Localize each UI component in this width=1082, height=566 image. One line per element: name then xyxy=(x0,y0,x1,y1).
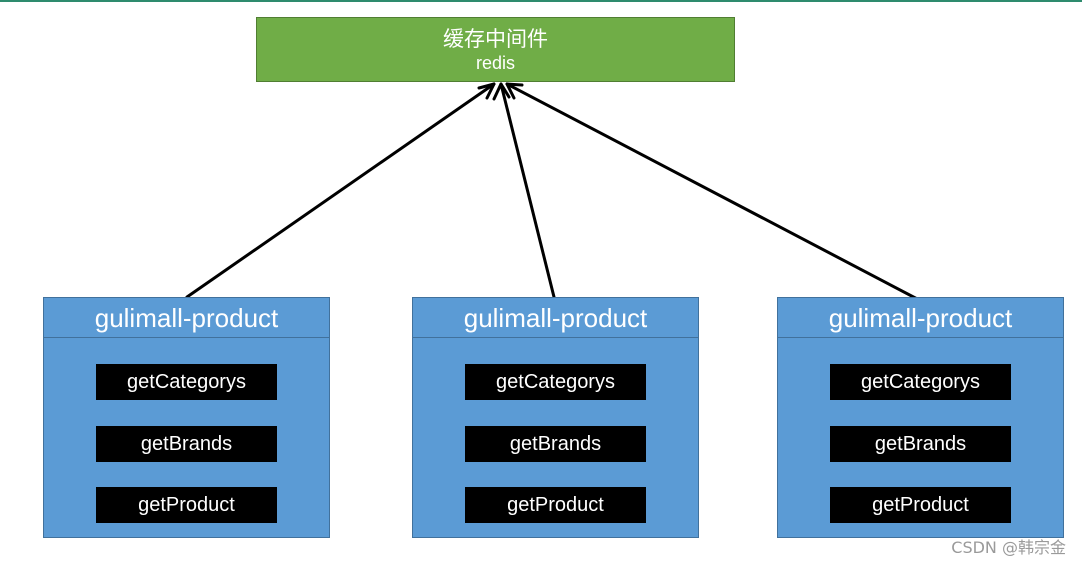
service-name: gulimall-product xyxy=(44,298,329,338)
cache-title: 缓存中间件 xyxy=(443,27,548,51)
service-box-3: gulimall-product getCategorys getBrands … xyxy=(777,297,1064,538)
watermark: CSDN @韩宗金 xyxy=(951,538,1066,557)
method-get-categorys: getCategorys xyxy=(96,364,277,400)
arrowhead-3 xyxy=(505,82,524,100)
method-get-brands: getBrands xyxy=(830,426,1011,462)
method-get-product: getProduct xyxy=(465,487,646,523)
arrow-service-1-to-cache xyxy=(185,82,496,299)
service-name: gulimall-product xyxy=(778,298,1063,338)
arrowhead-1 xyxy=(477,82,496,100)
service-box-2: gulimall-product getCategorys getBrands … xyxy=(412,297,699,538)
top-rule xyxy=(0,0,1082,2)
method-get-categorys: getCategorys xyxy=(830,364,1011,400)
method-get-brands: getBrands xyxy=(465,426,646,462)
cache-middleware-box: 缓存中间件 redis xyxy=(256,17,735,82)
arrow-service-3-to-cache xyxy=(505,82,948,316)
method-get-product: getProduct xyxy=(830,487,1011,523)
arrow-service-2-to-cache xyxy=(499,82,556,299)
method-get-product: getProduct xyxy=(96,487,277,523)
service-box-1: gulimall-product getCategorys getBrands … xyxy=(43,297,330,538)
service-name: gulimall-product xyxy=(413,298,698,338)
arrowhead-2 xyxy=(492,82,511,101)
method-get-brands: getBrands xyxy=(96,426,277,462)
cache-subtitle: redis xyxy=(475,53,515,73)
method-get-categorys: getCategorys xyxy=(465,364,646,400)
